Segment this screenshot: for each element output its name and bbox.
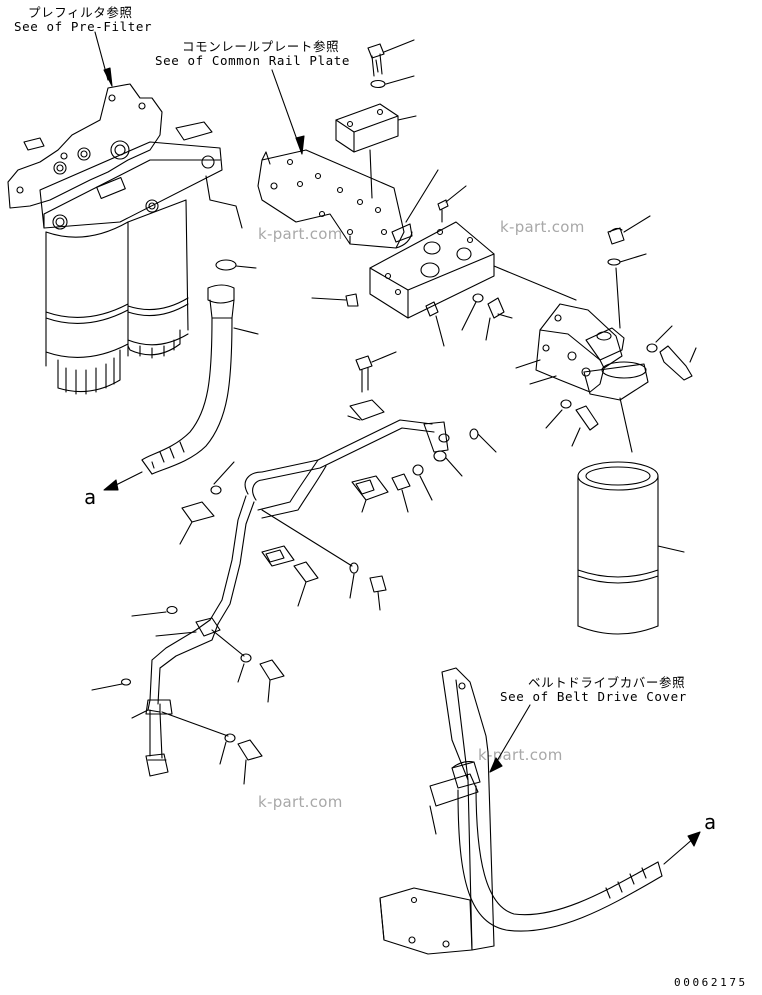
common-rail-label-en: See of Common Rail Plate <box>155 53 351 68</box>
fuel-filter-head <box>515 215 697 453</box>
ref-mark-a-left: a <box>84 485 97 509</box>
mounting-bolt-and-block <box>335 39 417 199</box>
pre-filter-assembly <box>7 31 257 395</box>
common-rail-label-jp: コモンレールプレート参照 <box>182 39 340 54</box>
ref-mark-a-right: a <box>704 810 717 834</box>
prefilter-label-en: See of Pre-Filter <box>14 19 153 34</box>
watermark: k-part.com <box>500 218 585 236</box>
gasket <box>391 169 439 243</box>
belt-cover-label-en: See of Belt Drive Cover <box>500 689 687 704</box>
fuel-filter-cartridge <box>577 461 685 635</box>
prefilter-label-jp: プレフィルタ参照 <box>28 5 133 20</box>
watermark: k-part.com <box>258 225 343 243</box>
fuel-hose-left <box>103 284 259 491</box>
watermark: k-part.com <box>258 793 343 811</box>
watermark: k-part.com <box>478 746 563 764</box>
main-filter-bracket <box>311 185 577 347</box>
drawing-number: 00062175 <box>674 976 748 989</box>
belt-cover-label-jp: ベルトドライブカバー参照 <box>528 675 686 690</box>
common-rail-plate <box>257 69 413 249</box>
belt-drive-cover-bracket <box>379 667 701 955</box>
fuel-pipes <box>91 351 497 785</box>
